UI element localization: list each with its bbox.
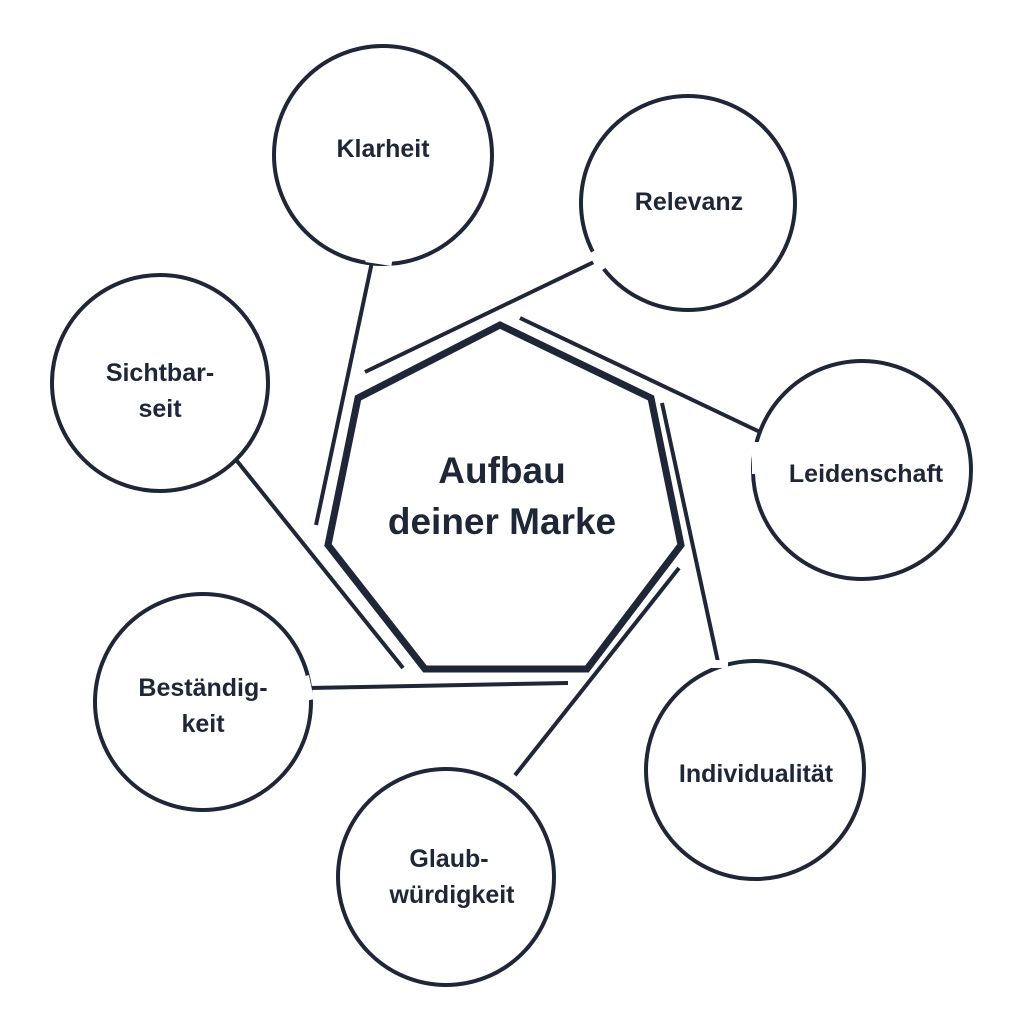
- connector-bestaendigkeit: [308, 681, 569, 690]
- hub-title: Aufbau deiner Marke: [388, 450, 616, 542]
- connector-relevanz: [364, 259, 597, 374]
- label-bestaendigkeit-line1: Beständig-: [138, 674, 267, 702]
- circle-relevanz: [579, 94, 797, 312]
- label-leidenschaft: Leidenschaft: [789, 460, 944, 488]
- connector-leidenschaft: [519, 316, 761, 434]
- hub-title-line2: deiner Marke: [388, 501, 616, 542]
- hub-title-line1: Aufbau: [438, 450, 565, 491]
- connector-gaps: [252, 250, 760, 790]
- label-sichtbarkeit-line2: seit: [138, 395, 182, 423]
- circle-bestaendigkeit: [93, 592, 313, 812]
- label-bestaendigkeit-line2: keit: [181, 710, 225, 738]
- node-labels: Klarheit Relevanz Leidenschaft Individua…: [106, 135, 944, 909]
- connector-sichtbarkeit: [235, 459, 405, 670]
- node-circles: [50, 44, 973, 987]
- connector-klarheit: [314, 261, 374, 526]
- circle-glaubwuerdigkeit: [336, 767, 556, 987]
- connector-individualitaet: [660, 402, 720, 663]
- circle-sichtbarkeit: [50, 273, 270, 493]
- connector-lines: [235, 259, 761, 781]
- circle-individualitaet: [644, 659, 866, 881]
- label-relevanz: Relevanz: [635, 188, 743, 216]
- label-klarheit: Klarheit: [336, 135, 430, 163]
- hub-heptagon: [324, 321, 685, 673]
- connector-glaubwuerdigkeit: [510, 566, 681, 781]
- label-glaubwuerdigkeit-line1: Glaub-: [409, 845, 488, 873]
- label-individualitaet: Individualität: [679, 760, 834, 788]
- label-sichtbarkeit-line1: Sichtbar-: [106, 359, 214, 387]
- label-glaubwuerdigkeit-line2: würdigkeit: [388, 881, 515, 909]
